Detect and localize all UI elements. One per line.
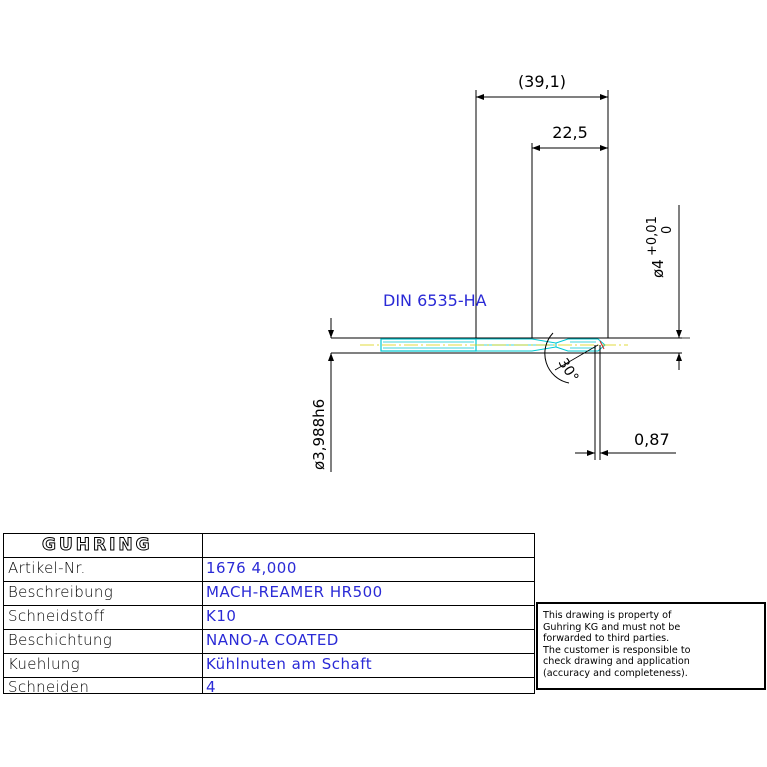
row-value: NANO-A COATED — [206, 631, 339, 649]
title-row-coating: Beschichtung NANO-A COATED — [4, 629, 534, 653]
disclaimer-line: forwarded to third parties. — [543, 633, 670, 645]
row-label: Schneidstoff — [8, 607, 105, 625]
title-block: GUHRING Artikel-Nr. 1676 4,000 Beschreib… — [3, 533, 535, 696]
row-value: K10 — [206, 607, 237, 625]
row-label: Kuehlung — [8, 655, 80, 673]
disclaimer-line: (accuracy and completeness). — [543, 667, 688, 679]
title-row-material: Schneidstoff K10 — [4, 605, 534, 629]
disclaimer-line: The customer is responsible to — [543, 644, 691, 656]
row-label: Beschichtung — [8, 631, 113, 649]
disclaimer-line: This drawing is property of — [543, 610, 672, 621]
guhring-logo: GUHRING — [42, 535, 153, 556]
row-value: Kühlnuten am Schaft — [206, 655, 373, 673]
disclaimer-box: This drawing is property of Guhring KG a… — [536, 602, 766, 690]
row-value: MACH-REAMER HR500 — [206, 583, 383, 601]
dim-shank-diameter-text: ø3,988h6 — [310, 399, 328, 470]
title-block-divider — [202, 534, 203, 693]
disclaimer-line: check drawing and application — [543, 656, 690, 668]
logo-cell: GUHRING — [4, 534, 202, 557]
row-label: Artikel-Nr. — [8, 559, 86, 577]
dimension-tip-diameter: ø4 +0,01 0 — [608, 205, 690, 370]
tool-body — [331, 337, 682, 354]
standard-label: DIN 6535-HA — [383, 291, 487, 310]
dim-tip-tol-upper: +0,01 — [645, 216, 660, 256]
row-label: Beschreibung — [8, 583, 113, 601]
dim-cutting-text: 22,5 — [552, 123, 588, 142]
row-value: 1676 4,000 — [206, 559, 297, 577]
technical-drawing: (39,1) 22,5 ø4 +0,01 0 ø3,988h6 — [310, 72, 690, 472]
dim-chamfer-text: 0,87 — [634, 430, 670, 449]
row-label: Schneiden — [8, 678, 90, 696]
title-row-description: Beschreibung MACH-REAMER HR500 — [4, 581, 534, 605]
dim-overall-text: (39,1) — [518, 72, 566, 91]
angle-dimension: 30° — [544, 332, 599, 386]
dim-tip-tol-lower: 0 — [660, 226, 675, 234]
title-row-article: Artikel-Nr. 1676 4,000 — [4, 557, 534, 581]
dim-tip-diameter-text: ø4 — [649, 259, 667, 278]
row-value: 4 — [206, 678, 217, 696]
dimension-shank-diameter: ø3,988h6 — [310, 318, 334, 472]
angle-text: 30° — [555, 356, 582, 386]
dimension-chamfer: 0,87 — [575, 345, 676, 460]
dimension-cutting-length: 22,5 — [531, 123, 608, 338]
dimension-overall-length: (39,1) — [475, 72, 609, 338]
title-row-flutes: Schneiden 4 — [4, 677, 534, 696]
disclaimer-line: Guhring KG and must not be — [543, 621, 681, 633]
title-row-cooling: Kuehlung Kühlnuten am Schaft — [4, 653, 534, 677]
